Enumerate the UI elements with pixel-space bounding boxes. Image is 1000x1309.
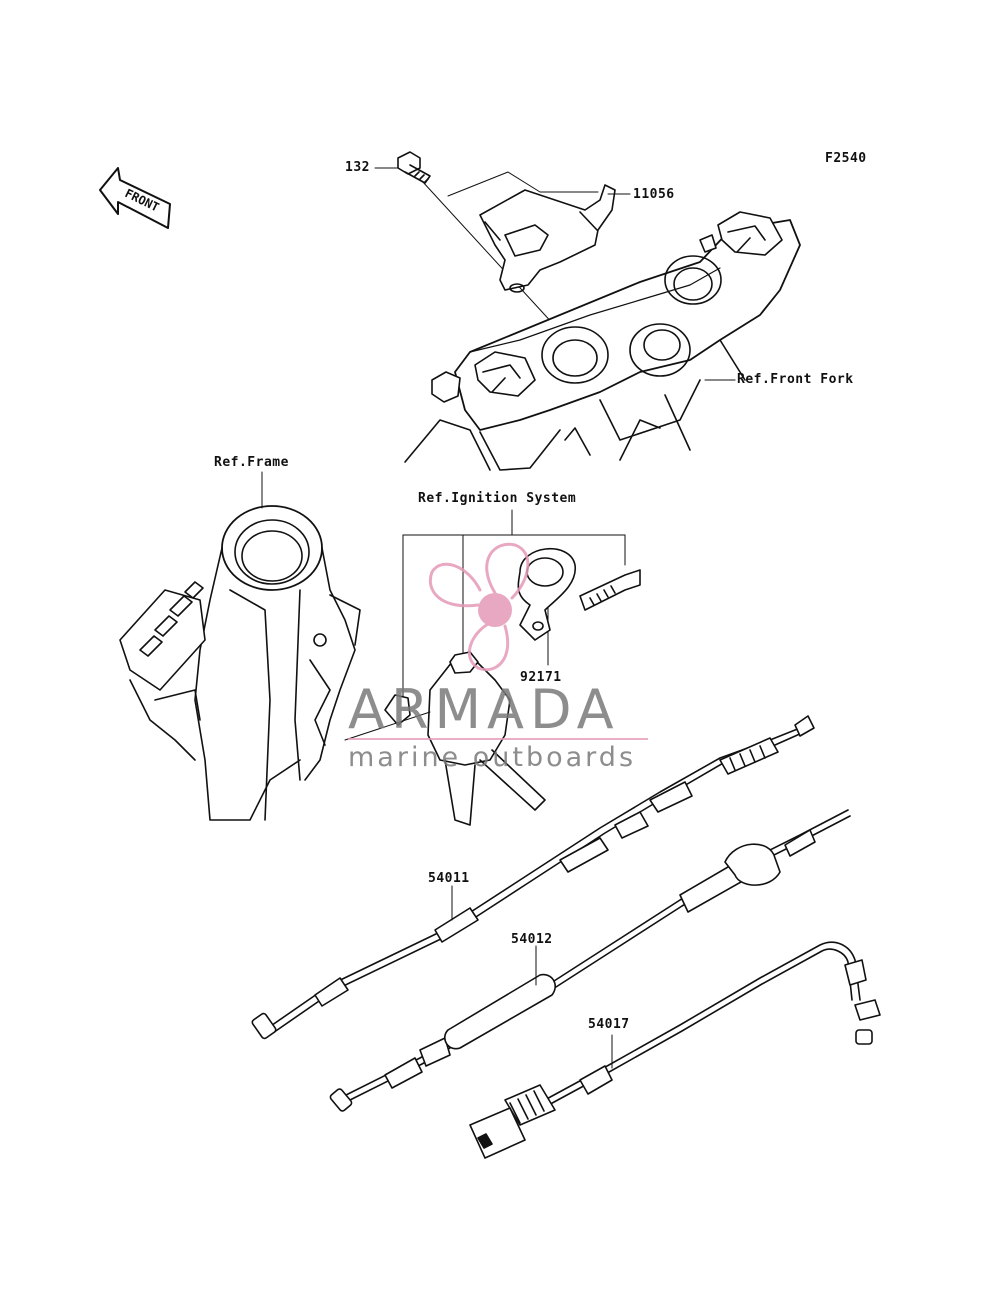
- figure-code: F2540: [825, 151, 867, 166]
- leader-lines: [374, 167, 736, 381]
- ref-label-ignition: Ref.Ignition System: [418, 491, 577, 506]
- cable-54017: [469, 941, 881, 1159]
- watermark-propeller-icon: [428, 542, 530, 672]
- part-label-92171: 92171: [520, 670, 562, 685]
- watermark-title: ARMADA: [348, 678, 620, 741]
- front-arrow-icon: FRONT: [99, 167, 171, 229]
- frame-head: [119, 471, 361, 821]
- part-label-132: 132: [345, 160, 370, 175]
- cable-54012: [329, 809, 851, 1112]
- ref-label-front-fork: Ref.Front Fork: [737, 372, 854, 387]
- top-triple-clamp: [404, 211, 801, 471]
- part-label-54017: 54017: [588, 1017, 630, 1032]
- bracket-11056: [447, 171, 616, 293]
- part-label-54012: 54012: [511, 932, 553, 947]
- watermark-subtitle: marine outboards: [348, 742, 637, 773]
- part-label-11056: 11056: [633, 187, 675, 202]
- cable-54011: [251, 715, 815, 1040]
- part-label-54011: 54011: [428, 871, 470, 886]
- ref-label-frame: Ref.Frame: [214, 455, 289, 470]
- watermark-divider: [348, 738, 648, 740]
